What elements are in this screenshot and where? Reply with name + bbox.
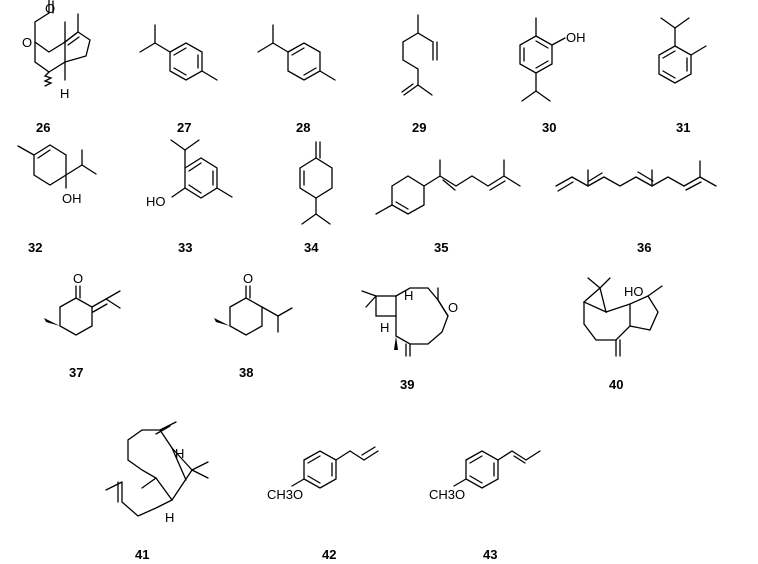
atom-42-ch3o: CH3O [267, 487, 303, 502]
structure-37: O 37 [44, 271, 121, 380]
compound-label-42: 42 [322, 547, 336, 562]
compound-label-41: 41 [135, 547, 149, 562]
atom-41-h-bottom: H [165, 510, 174, 525]
structure-35: 35 [375, 159, 521, 255]
compound-label-34: 34 [304, 240, 319, 255]
structure-31: 31 [658, 17, 707, 135]
structure-36: 36 [555, 160, 717, 255]
structure-38: O 38 [214, 271, 293, 380]
structure-34: 34 [299, 141, 333, 255]
atom-39-o: O [448, 300, 458, 315]
structure-39: H O H 39 [361, 287, 458, 392]
structure-29: 29 [401, 14, 438, 135]
structure-32: OH 32 [17, 144, 97, 255]
atom-26-ring-o: O [22, 35, 32, 50]
compound-label-31: 31 [676, 120, 690, 135]
atom-30-oh: OH [566, 30, 586, 45]
compound-label-26: 26 [36, 120, 50, 135]
compound-label-30: 30 [542, 120, 556, 135]
structure-43: CH3O 43 [429, 450, 541, 562]
structure-26: O O H 26 [22, 0, 91, 135]
structure-27: 27 [139, 24, 218, 135]
atom-37-o: O [73, 271, 83, 286]
atom-39-h-top: H [404, 288, 413, 303]
structure-28: 28 [257, 24, 336, 135]
structure-33: HO 33 [146, 139, 233, 255]
compound-label-32: 32 [28, 240, 42, 255]
compound-label-43: 43 [483, 547, 497, 562]
compound-label-33: 33 [178, 240, 192, 255]
compound-label-29: 29 [412, 120, 426, 135]
structure-40: HO 40 [582, 277, 663, 392]
structure-42: CH3O 42 [267, 446, 379, 562]
compound-label-27: 27 [177, 120, 191, 135]
atom-41-h-top: H [175, 446, 184, 461]
atom-39-h-bottom: H [380, 320, 389, 335]
atom-26-carbonyl-o: O [45, 1, 55, 16]
compound-label-35: 35 [434, 240, 448, 255]
compound-label-37: 37 [69, 365, 83, 380]
atom-40-ho: HO [624, 284, 644, 299]
atom-33-ho: HO [146, 194, 166, 209]
compound-label-38: 38 [239, 365, 253, 380]
compound-label-40: 40 [609, 377, 623, 392]
compound-label-28: 28 [296, 120, 310, 135]
compound-label-39: 39 [400, 377, 414, 392]
atom-32-oh: OH [62, 191, 82, 206]
compound-label-36: 36 [637, 240, 651, 255]
structure-41: H H 41 [105, 421, 209, 562]
atom-26-h: H [60, 86, 69, 101]
atom-43-ch3o: CH3O [429, 487, 465, 502]
atom-38-o: O [243, 271, 253, 286]
structure-30: OH 30 [519, 17, 586, 135]
